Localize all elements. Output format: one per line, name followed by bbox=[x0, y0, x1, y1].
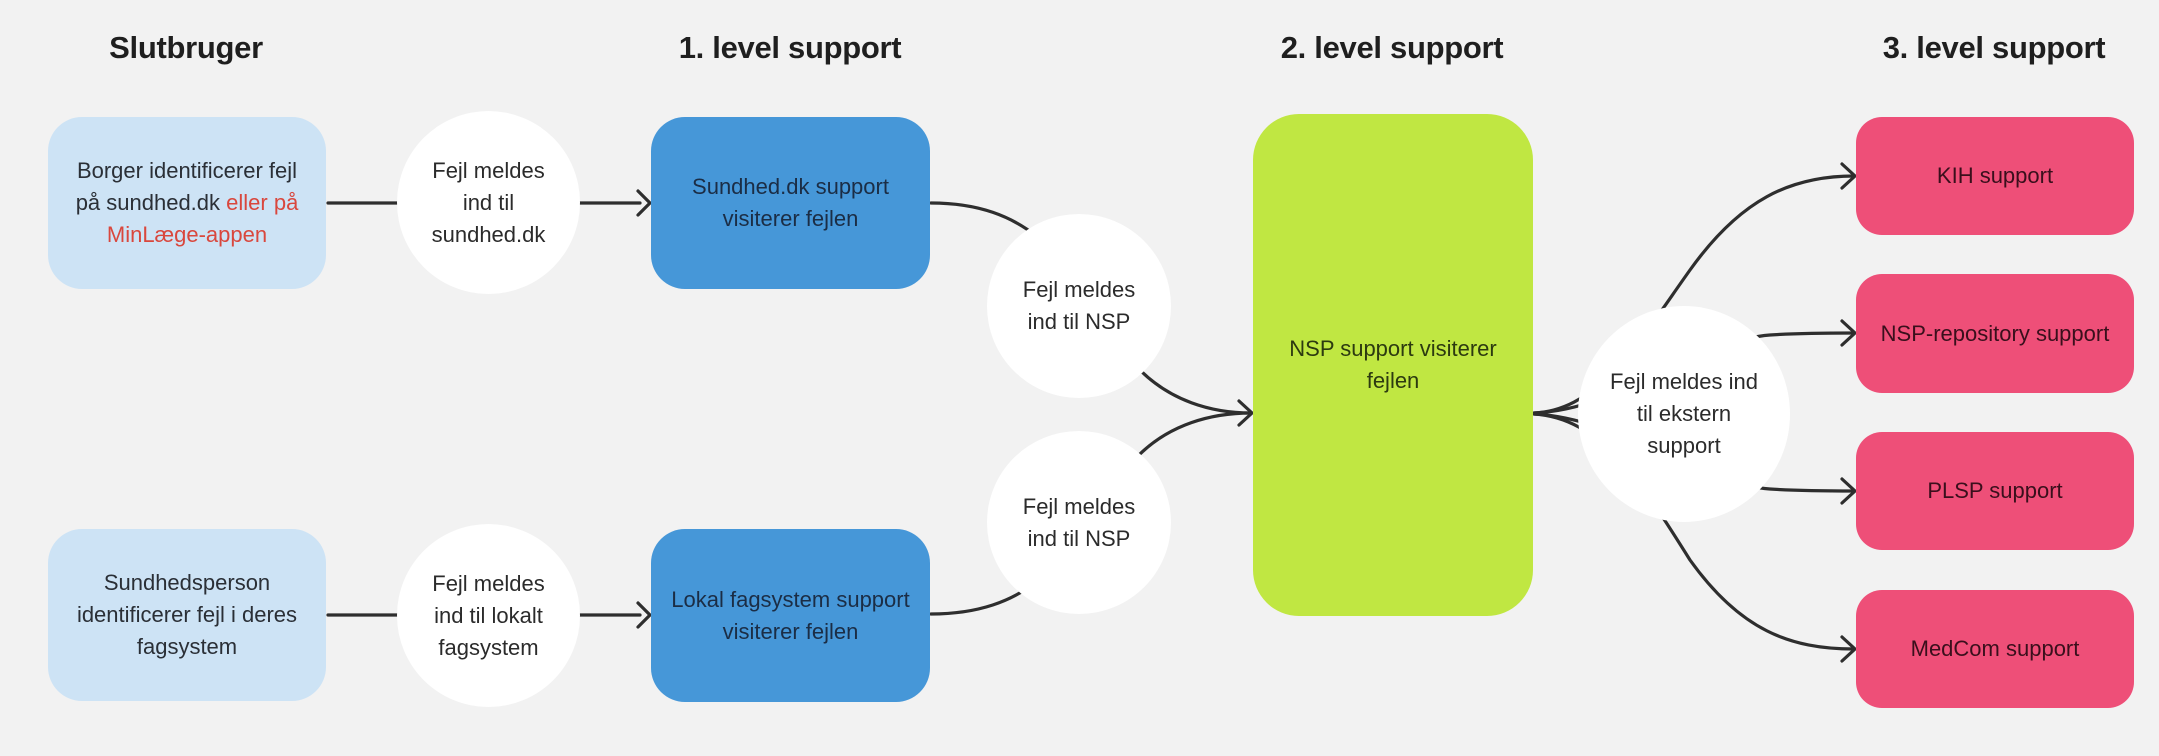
step-report-to-ekstern[interactable]: Fejl meldes ind til ekstern support bbox=[1578, 306, 1790, 522]
column-title-slutbruger: Slutbruger bbox=[109, 30, 263, 65]
node-medcom-support[interactable]: MedCom support bbox=[1856, 590, 2134, 708]
step-report-to-lokalt-label: Fejl meldes ind til lokalt fagsystem bbox=[432, 570, 545, 660]
step-report-to-nsp-top[interactable]: Fejl meldes ind til NSP bbox=[987, 214, 1171, 398]
step-report-to-sundhed-label: Fejl meldes ind til sundhed.dk bbox=[431, 157, 546, 247]
step-report-to-nsp-top-label: Fejl meldes ind til NSP bbox=[1022, 277, 1136, 334]
borger-text: Borger identificerer fejl på sundhed.dk bbox=[75, 158, 298, 215]
node-sundhed-support-label: Sundhed.dk support visiterer fejlen bbox=[692, 174, 889, 231]
node-sundhed-support[interactable]: Sundhed.dk support visiterer fejlen bbox=[651, 117, 930, 289]
node-kih-support-label: KIH support bbox=[1936, 163, 2054, 188]
arrowhead-plsp bbox=[1840, 477, 1858, 505]
node-plsp-support[interactable]: PLSP support bbox=[1856, 432, 2134, 550]
node-borger[interactable]: Borger identificerer fejl på sundhed.dk … bbox=[48, 117, 326, 289]
arrowhead-nsp-support bbox=[1237, 399, 1255, 427]
node-nsp-repository-support-label: NSP-repository support bbox=[1880, 320, 2110, 346]
step-report-to-sundhed[interactable]: Fejl meldes ind til sundhed.dk bbox=[397, 111, 580, 294]
node-nsp-support-label: NSP support visiterer fejlen bbox=[1289, 336, 1497, 393]
step-report-to-lokalt[interactable]: Fejl meldes ind til lokalt fagsystem bbox=[397, 524, 580, 707]
node-lokal-support-label: Lokal fagsystem support visiterer fejlen bbox=[671, 586, 910, 644]
arrowhead-medcom bbox=[1840, 635, 1858, 663]
node-borger-label: Borger identificerer fejl på sundhed.dk … bbox=[62, 155, 312, 251]
step-report-to-ekstern-label: Fejl meldes ind til ekstern support bbox=[1610, 369, 1758, 458]
node-sundhedsperson[interactable]: Sundhedsperson identificerer fejl i dere… bbox=[48, 529, 326, 701]
arrowhead-kih bbox=[1840, 162, 1858, 190]
column-title-level2: 2. level support bbox=[1280, 30, 1504, 65]
column-title-level1: 1. level support bbox=[678, 30, 902, 65]
node-kih-support[interactable]: KIH support bbox=[1856, 117, 2134, 235]
arrowhead-sundhed-support bbox=[636, 189, 653, 217]
column-title-level3: 3. level support bbox=[1882, 30, 2106, 65]
borger-highlight-text: eller på MinLæge-appen bbox=[106, 190, 299, 247]
node-medcom-support-label: MedCom support bbox=[1910, 636, 2080, 661]
node-nsp-repository-support[interactable]: NSP-repository support bbox=[1856, 274, 2134, 393]
node-nsp-support[interactable]: NSP support visiterer fejlen bbox=[1253, 114, 1533, 616]
step-report-to-nsp-bottom[interactable]: Fejl meldes ind til NSP bbox=[987, 431, 1171, 614]
node-lokal-support[interactable]: Lokal fagsystem support visiterer fejlen bbox=[651, 529, 930, 702]
arrowhead-nsp-repository bbox=[1840, 319, 1858, 347]
node-plsp-support-label: PLSP support bbox=[1927, 478, 2063, 503]
node-sundhedsperson-label: Sundhedsperson identificerer fejl i dere… bbox=[76, 570, 298, 659]
step-report-to-nsp-bottom-label: Fejl meldes ind til NSP bbox=[1022, 493, 1136, 551]
arrowhead-lokal-support bbox=[636, 601, 653, 629]
